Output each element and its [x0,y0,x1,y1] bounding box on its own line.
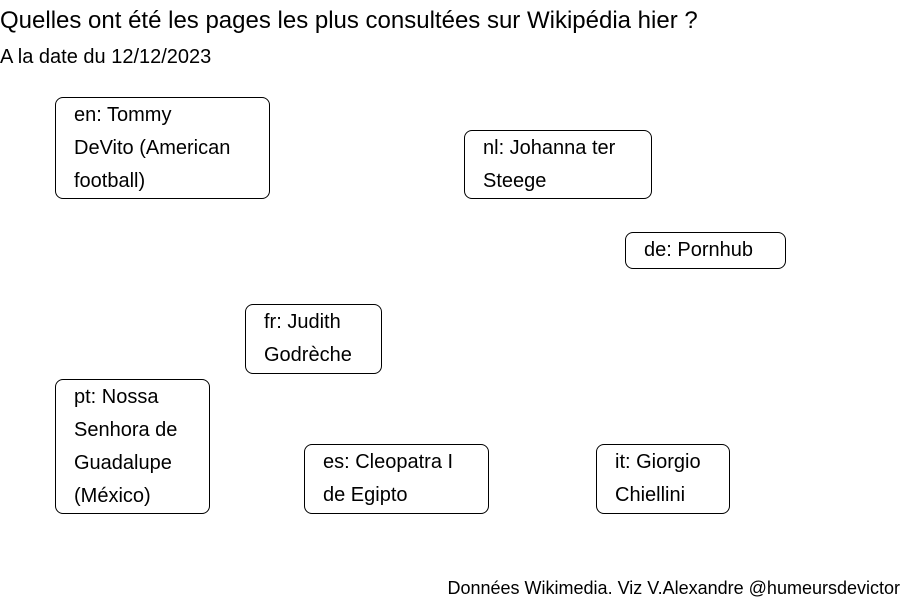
label-line: it: Giorgio [615,451,701,473]
label-line: fr: Judith [264,311,341,333]
label-line: Chiellini [615,484,686,506]
label-box-de: de: Pornhub [625,232,786,269]
label-line: DeVito (American [74,137,231,159]
chart-subtitle: A la date du 12/12/2023 [0,46,212,68]
label-line: football) [74,170,146,192]
label-line: Godrèche [264,344,352,366]
label-line: nl: Johanna ter [483,137,616,159]
chart-caption: Données Wikimedia. Viz V.Alexandre @hume… [447,578,900,598]
label-box-es: es: Cleopatra I de Egipto [304,444,489,514]
label-line: de: Pornhub [644,239,753,261]
label-line: Senhora de [74,419,178,441]
label-line: Steege [483,170,547,192]
label-line: de Egipto [323,484,408,506]
chart-title: Quelles ont été les pages les plus consu… [0,7,698,34]
label-line: en: Tommy [74,104,172,126]
label-line: Guadalupe [74,452,172,474]
label-line: (México) [74,485,151,507]
label-line: pt: Nossa [74,386,159,408]
label-line: es: Cleopatra I [323,451,454,473]
